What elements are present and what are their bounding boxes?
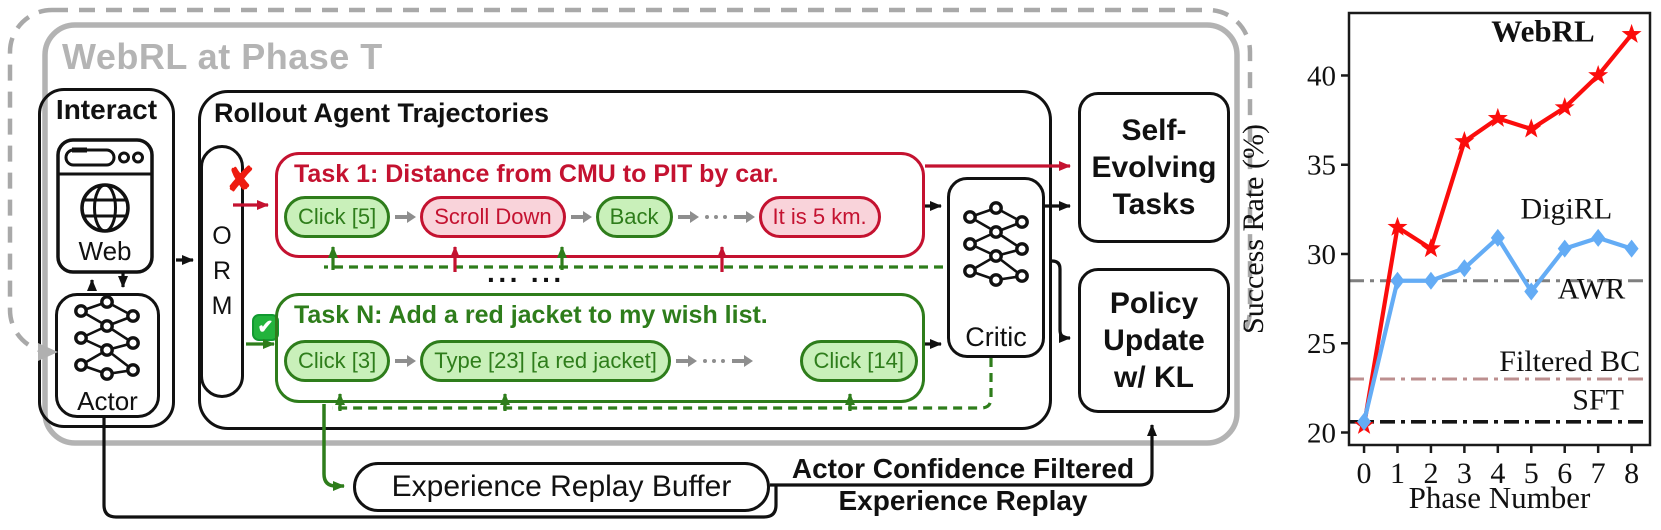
policy-update-line: w/ KL [1114, 361, 1194, 394]
interact-title: Interact [55, 94, 158, 125]
self-evolving-line: Self- [1121, 114, 1187, 147]
web-browser-icon [56, 138, 154, 274]
step-arrow-icon [733, 211, 755, 223]
phase-loop-dashed-border [7, 7, 1253, 355]
orm-letter: M [211, 292, 233, 320]
globe-icon [80, 183, 130, 233]
self-evolving-line: Evolving [1091, 151, 1217, 184]
orm-letter: O [212, 222, 232, 250]
task-1-steps-row: Click [5] Scroll Down Back It is 5 km. [284, 196, 918, 238]
svg-text:2: 2 [1423, 457, 1438, 490]
task-n-trajectory-box: Task N: Add a red jacket to my wish list… [275, 293, 925, 403]
svg-text:4: 4 [1490, 457, 1505, 490]
svg-text:35: 35 [1307, 150, 1336, 182]
policy-update-box: Policy Update w/ KL [1078, 268, 1230, 413]
policy-update-line: Policy [1109, 287, 1199, 320]
svg-text:SFT: SFT [1572, 383, 1624, 416]
action-capsule: Type [23] [a red jacket] [420, 340, 671, 382]
svg-text:DigiRL: DigiRL [1521, 192, 1613, 225]
svg-text:7: 7 [1591, 457, 1606, 490]
orm-letter: R [212, 257, 232, 285]
actor-label: Actor [77, 386, 138, 416]
actor-neural-net-icon [74, 295, 140, 381]
svg-text:Success Rate (%): Success Rate (%) [1240, 124, 1270, 334]
action-capsule: It is 5 km. [758, 196, 881, 238]
svg-text:Filtered BC: Filtered BC [1499, 345, 1640, 378]
svg-text:3: 3 [1457, 457, 1472, 490]
action-capsule: Back [595, 196, 673, 238]
task-n-steps-row: Click [3] Type [23] [a red jacket] Click… [284, 340, 918, 382]
critic-box [947, 177, 1045, 358]
replay-caption-line2: Experience Replay [838, 485, 1088, 516]
action-capsule: Click [5] [284, 196, 391, 238]
step-arrow-icon [677, 211, 699, 223]
critic-neural-net-icon [963, 201, 1029, 287]
self-evolving-tasks-box: Self- Evolving Tasks [1078, 92, 1230, 243]
svg-text:Phase Number: Phase Number [1409, 480, 1591, 515]
phase-box-title: WebRL at Phase T [62, 36, 383, 77]
series-digirl [1357, 228, 1639, 431]
between-tasks-ellipsis: ··· ··· [487, 264, 565, 295]
step-arrow-icon [395, 355, 417, 367]
action-capsule: Scroll Down [420, 196, 566, 238]
svg-text:5: 5 [1524, 457, 1539, 490]
svg-text:6: 6 [1557, 457, 1572, 490]
critic-label: Critic [965, 322, 1027, 352]
step-arrow-icon [570, 211, 592, 223]
task-n-title: Task N: Add a red jacket to my wish list… [294, 301, 768, 329]
step-arrow-icon [675, 355, 697, 367]
task-1-trajectory-box: Task 1: Distance from CMU to PIT by car.… [275, 152, 925, 258]
svg-text:25: 25 [1307, 328, 1336, 360]
svg-text:30: 30 [1307, 239, 1336, 271]
svg-text:20: 20 [1307, 418, 1336, 450]
policy-update-line: Update [1103, 324, 1205, 357]
svg-text:AWR: AWR [1558, 273, 1626, 306]
task-1-title: Task 1: Distance from CMU to PIT by car. [294, 160, 779, 188]
svg-text:1: 1 [1390, 457, 1405, 490]
rollout-title: Rollout Agent Trajectories [214, 98, 550, 128]
experience-replay-buffer-box: Experience Replay Buffer [353, 462, 770, 512]
svg-text:WebRL: WebRL [1491, 14, 1594, 49]
step-arrow-icon [731, 355, 753, 367]
self-evolving-line: Tasks [1112, 188, 1196, 221]
orm-capsule: O R M [200, 145, 244, 398]
svg-text:0: 0 [1357, 457, 1372, 490]
task-failed-cross-icon: ✘ [226, 161, 255, 199]
svg-text:8: 8 [1624, 457, 1639, 490]
step-arrow-icon [395, 211, 417, 223]
action-capsule: Click [14] [799, 340, 918, 382]
action-capsule: Click [3] [284, 340, 391, 382]
replay-caption-line1: Actor Confidence Filtered [791, 453, 1135, 484]
svg-text:40: 40 [1307, 60, 1336, 92]
web-label: Web [78, 236, 132, 266]
steps-ellipsis-icon [702, 359, 707, 363]
steps-ellipsis-icon [704, 215, 709, 219]
plot-frame [1347, 11, 1652, 447]
